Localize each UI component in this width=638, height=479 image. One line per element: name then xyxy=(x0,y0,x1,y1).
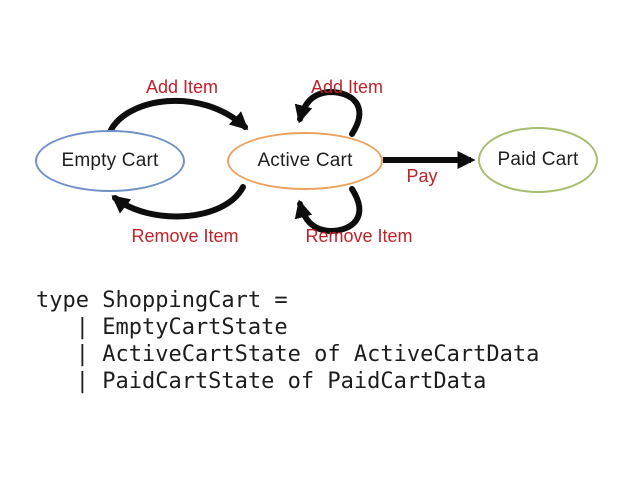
label-add-item-1: Add Item xyxy=(145,77,219,97)
arrow-add-item-empty-to-active xyxy=(108,97,249,133)
state-empty-cart: Empty Cart xyxy=(35,130,185,192)
code-line: | EmptyCartState xyxy=(36,315,288,340)
label-add-item-2: Add Item xyxy=(310,77,384,97)
code-line: | PaidCartState of PaidCartData xyxy=(36,369,487,394)
state-label: Empty Cart xyxy=(61,150,159,171)
code-line: type ShoppingCart = xyxy=(36,288,288,313)
label-remove-item-2: Remove Item xyxy=(305,226,413,246)
state-label: Active Cart xyxy=(257,150,353,171)
label-remove-item-1: Remove Item xyxy=(131,226,239,246)
state-active-cart: Active Cart xyxy=(227,132,383,190)
code-block: type ShoppingCart = | EmptyCartState | A… xyxy=(36,287,539,395)
arrow-remove-item-self-loop xyxy=(294,186,363,235)
arrow-add-item-self-loop xyxy=(294,88,363,137)
state-paid-cart: Paid Cart xyxy=(478,127,598,193)
state-label: Paid Cart xyxy=(497,149,579,170)
arrow-remove-item-active-to-empty xyxy=(111,184,246,220)
code-line: | ActiveCartState of ActiveCartData xyxy=(36,342,540,367)
label-pay: Pay xyxy=(406,166,438,186)
